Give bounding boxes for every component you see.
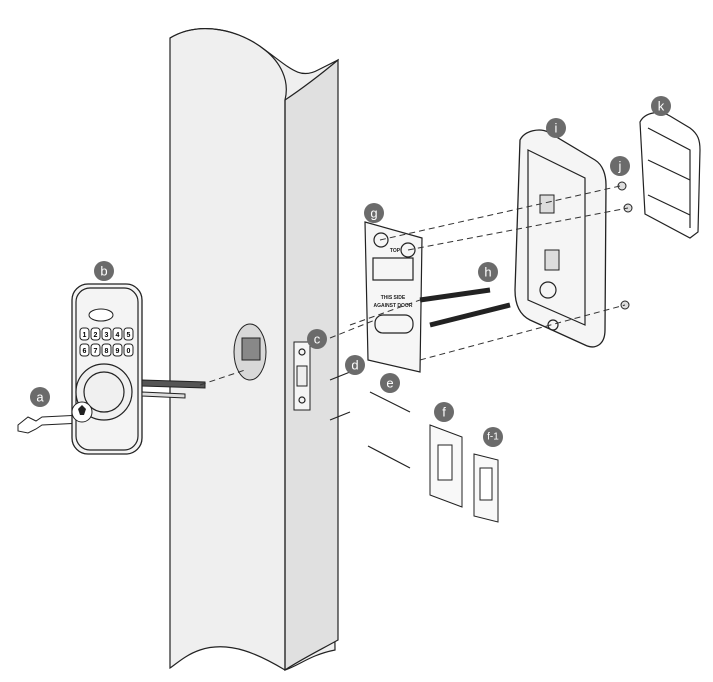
keypad-key-label: 5 bbox=[127, 332, 131, 339]
keypad-key-label: 7 bbox=[94, 348, 98, 355]
keypad-key-label: 3 bbox=[105, 332, 109, 339]
plate-side-text: THIS SIDE bbox=[381, 295, 406, 301]
svg-text:d: d bbox=[351, 358, 358, 373]
battery-cover bbox=[639, 112, 701, 239]
label-h: h bbox=[478, 262, 498, 282]
strike-plate bbox=[429, 424, 463, 508]
label-a: a bbox=[30, 387, 50, 407]
plate-against-text: AGAINST DOOR bbox=[374, 303, 413, 309]
svg-text:a: a bbox=[36, 390, 44, 405]
svg-text:h: h bbox=[484, 265, 491, 280]
plate-top-text: TOP bbox=[390, 248, 401, 254]
keypad-key bbox=[90, 343, 101, 357]
label-e: e bbox=[380, 373, 400, 393]
keypad-key-label: 2 bbox=[94, 332, 98, 339]
label-d: d bbox=[345, 355, 365, 375]
label-f: f bbox=[434, 402, 454, 422]
part-labels: a b c d e f f-1 g h i j k bbox=[30, 96, 671, 447]
keypad-key bbox=[90, 327, 101, 341]
interior-assembly bbox=[514, 129, 607, 348]
svg-text:e: e bbox=[386, 376, 393, 391]
keypad-key-label: 8 bbox=[105, 348, 109, 355]
svg-text:f: f bbox=[442, 405, 446, 420]
label-b: b bbox=[94, 261, 114, 281]
keypad-key-label: 1 bbox=[83, 332, 87, 339]
svg-text:i: i bbox=[555, 121, 558, 136]
keypad-key bbox=[123, 343, 134, 357]
keypad-key bbox=[79, 343, 90, 357]
keypad-key-label: 0 bbox=[127, 348, 131, 355]
alignment-lines bbox=[199, 185, 629, 386]
keypad-key-label: 6 bbox=[83, 348, 87, 355]
label-g: g bbox=[364, 203, 384, 223]
label-c: c bbox=[307, 329, 327, 349]
small-screws bbox=[617, 181, 633, 310]
keypad-key-label: 4 bbox=[116, 332, 120, 339]
label-k: k bbox=[651, 96, 671, 116]
keypad-key bbox=[79, 327, 90, 341]
svg-text:g: g bbox=[370, 206, 377, 221]
svg-text:k: k bbox=[658, 99, 665, 114]
svg-text:j: j bbox=[618, 159, 622, 174]
mounting-plate: TOP THIS SIDE AGAINST DOOR bbox=[364, 221, 423, 373]
keypad-key-label: 9 bbox=[116, 348, 120, 355]
strike-plate-f1 bbox=[473, 453, 499, 523]
svg-text:f-1: f-1 bbox=[487, 432, 499, 443]
keypad-key bbox=[112, 327, 123, 341]
screws bbox=[329, 371, 411, 469]
door bbox=[169, 28, 339, 672]
svg-text:c: c bbox=[314, 332, 321, 347]
keypad-key bbox=[101, 343, 112, 357]
keypad-key bbox=[123, 327, 134, 341]
keypad-key bbox=[101, 327, 112, 341]
keypad-key bbox=[112, 343, 123, 357]
label-j: j bbox=[610, 156, 630, 176]
label-f1: f-1 bbox=[483, 427, 503, 447]
through-bolts bbox=[349, 287, 511, 328]
svg-text:b: b bbox=[100, 264, 107, 279]
label-i: i bbox=[546, 118, 566, 138]
